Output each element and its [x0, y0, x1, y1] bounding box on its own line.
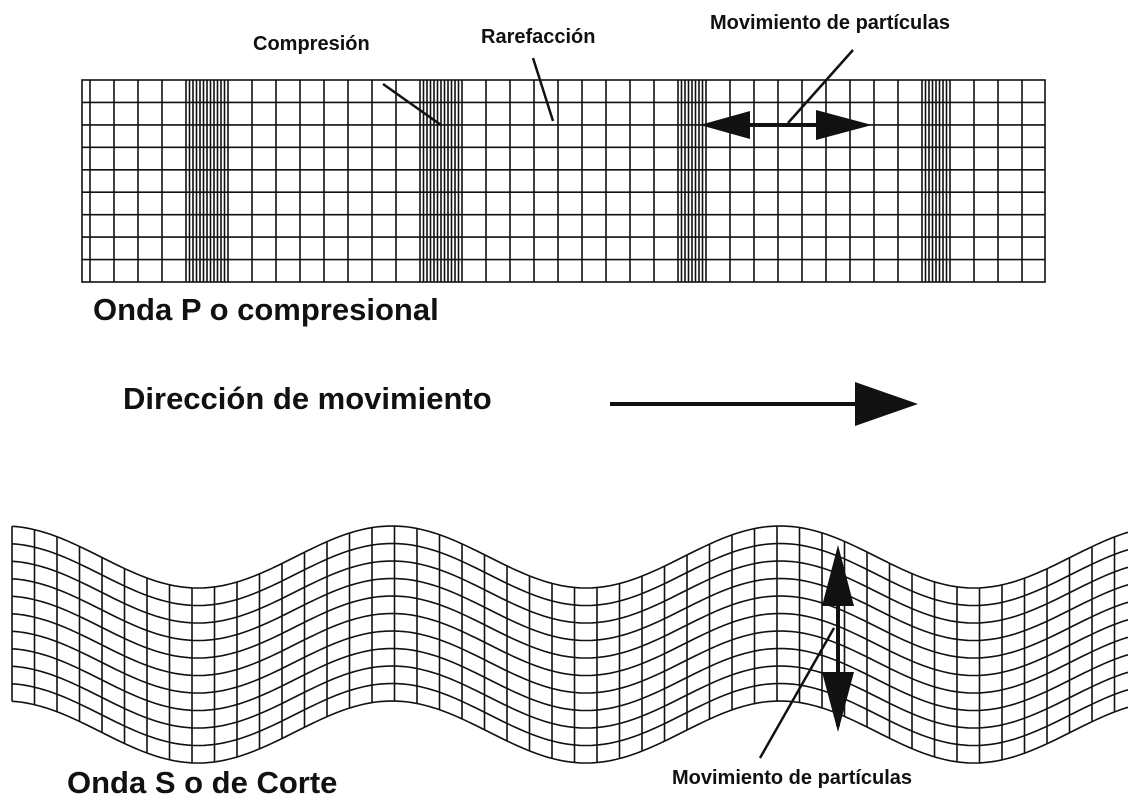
s-wave-horizontal-line [11, 542, 1129, 607]
p-wave-particle-motion-label: Movimiento de partículas [710, 12, 951, 34]
s-wave-horizontal-line [11, 630, 1129, 694]
s-wave-horizontal-line [11, 577, 1129, 642]
s-wave-horizontal-line [11, 700, 1129, 764]
s-wave-horizontal-line [11, 525, 1129, 589]
s-wave-particle-motion-label: Movimiento de partículas [672, 767, 913, 789]
s-wave-title: Onda S o de Corte [67, 765, 338, 800]
p-wave-leader-lines [382, 49, 854, 127]
s-wave-horizontal-line [11, 665, 1129, 729]
s-wave-leader-line [758, 627, 836, 759]
p-wave-title: Onda P o compresional [93, 292, 439, 327]
direction-arrow [610, 382, 918, 426]
s-wave-grid [11, 525, 1129, 764]
s-wave-horizontal-line [11, 647, 1129, 712]
rarefaction-label: Rarefacción [481, 26, 596, 48]
s-wave-horizontal-line [11, 560, 1129, 624]
s-wave-horizontal-line [11, 612, 1129, 677]
p-wave-grid [81, 79, 1046, 283]
compression-label: Compresión [253, 33, 370, 55]
p-wave-particle-arrow [700, 110, 872, 140]
direction-label: Dirección de movimiento [123, 381, 492, 416]
s-wave-horizontal-line [11, 682, 1129, 747]
s-wave-horizontal-line [11, 595, 1129, 659]
p-wave-outline [81, 79, 1046, 283]
s-wave-particle-arrow [822, 545, 854, 732]
